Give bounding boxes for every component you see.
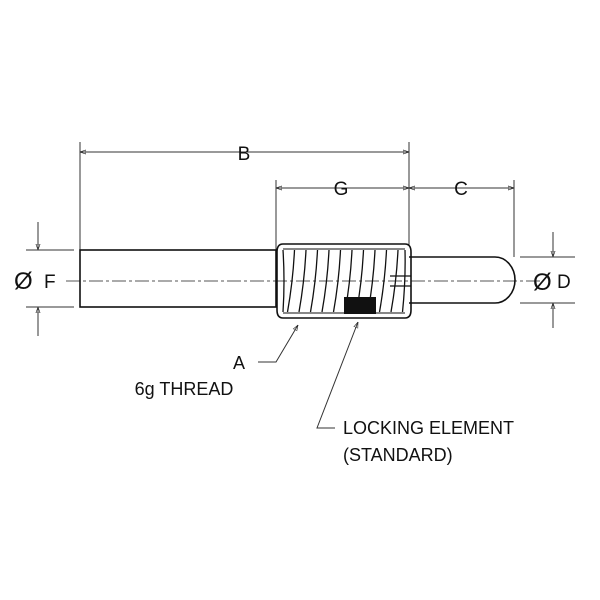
thread-crest-line (390, 249, 399, 313)
threaded-section (276, 243, 412, 319)
thread-crest-line (309, 249, 319, 313)
leader-locking (316, 322, 359, 429)
label-b: B (238, 144, 251, 165)
plunger-nose (409, 256, 516, 304)
callout-locking-line1: LOCKING ELEMENT (343, 418, 514, 438)
extension-lines (26, 142, 575, 308)
callout-thread-class: 6g THREAD (135, 379, 234, 399)
thread-crest-line (378, 249, 388, 313)
thread-crest-line (282, 249, 285, 313)
locking-element (344, 297, 376, 314)
label-d: D (557, 272, 571, 293)
thread-crest-line (401, 249, 406, 313)
label-c: C (454, 179, 468, 200)
callout-locking-line2: (STANDARD) (343, 445, 453, 465)
leader-thread (258, 325, 298, 363)
label-f: F (44, 272, 56, 293)
diameter-symbol-d: Ø (533, 269, 552, 296)
callout-thread-id: A (233, 353, 245, 373)
thread-crest-line (286, 249, 296, 313)
thread-crest-line (332, 249, 342, 313)
thread-crest-line (321, 249, 330, 313)
pin-body (79, 249, 277, 308)
diameter-symbol-f: Ø (14, 268, 33, 295)
label-g: G (334, 179, 349, 200)
thread-crest-line (298, 249, 307, 313)
